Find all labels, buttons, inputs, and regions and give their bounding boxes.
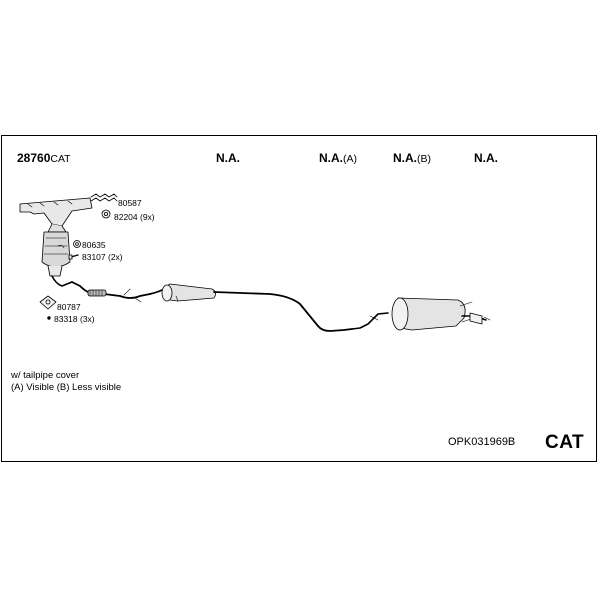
nut-82204-icon [101,209,111,219]
col3-main: N.A. [319,151,343,165]
part-label-80787: 80787 [57,302,81,312]
middle-silencer-icon [149,283,216,302]
col4-suffix: (B) [417,153,431,165]
col5-label: N.A. [474,151,498,165]
col3-suffix: (A) [343,153,357,165]
bolt-83318-icon [47,316,51,320]
col4-label: N.A.(B) [393,152,431,165]
gasket-80787-icon [39,295,57,310]
manifold-catalyst-icon [19,197,93,287]
note-visibility-legend: (A) Visible (B) Less visible [11,382,122,393]
part-label-82204: 82204 (9x) [114,212,155,222]
front-pipe-icon [71,281,151,303]
part-label-83107: 83107 (2x) [82,252,123,262]
main-part-number: 28760 [17,151,51,165]
main-part-suffix: CAT [50,153,71,165]
rear-silencer-icon [391,297,475,331]
tailpipe-icon [461,312,491,325]
bolt-83107-icon [68,254,79,260]
kit-code: OPK031969B [448,436,516,448]
note-tailpipe-cover: w/ tailpipe cover [11,370,80,381]
diagram-frame [1,135,597,462]
category-label: CAT [545,432,585,453]
col4-main: N.A. [393,151,417,165]
gasket-80587-icon [90,193,118,202]
col3-label: N.A.(A) [319,152,357,165]
gasket-80635-icon [73,240,81,248]
part-label-80587: 80587 [118,198,142,208]
part-label-83318: 83318 (3x) [54,314,95,324]
part-label-80635: 80635 [82,240,106,250]
col2-label: N.A. [216,151,240,165]
main-part-label: 28760CAT [17,152,71,165]
centre-pipe-icon [213,291,389,332]
